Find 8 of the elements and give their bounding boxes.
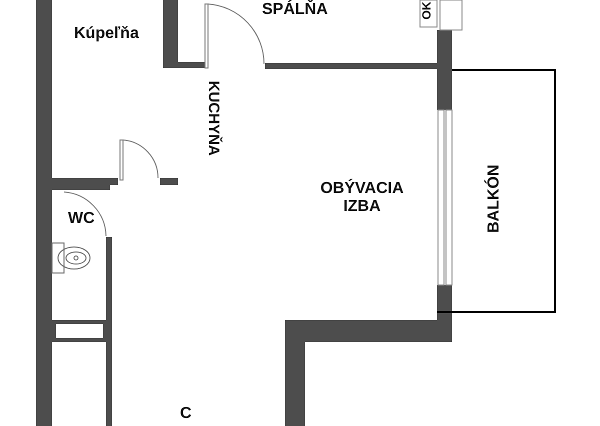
room-label: SPÁLŇA (262, 1, 328, 19)
window-label: OK (420, 2, 434, 20)
room-label: C (180, 405, 192, 423)
room-label: Kúpeľňa (74, 25, 139, 43)
room-label: WC (68, 210, 95, 228)
room-label: OBÝVACIA IZBA (319, 180, 405, 216)
room-label: BALKÓN (485, 164, 504, 234)
room-label: KUCHYŇA (204, 80, 221, 156)
